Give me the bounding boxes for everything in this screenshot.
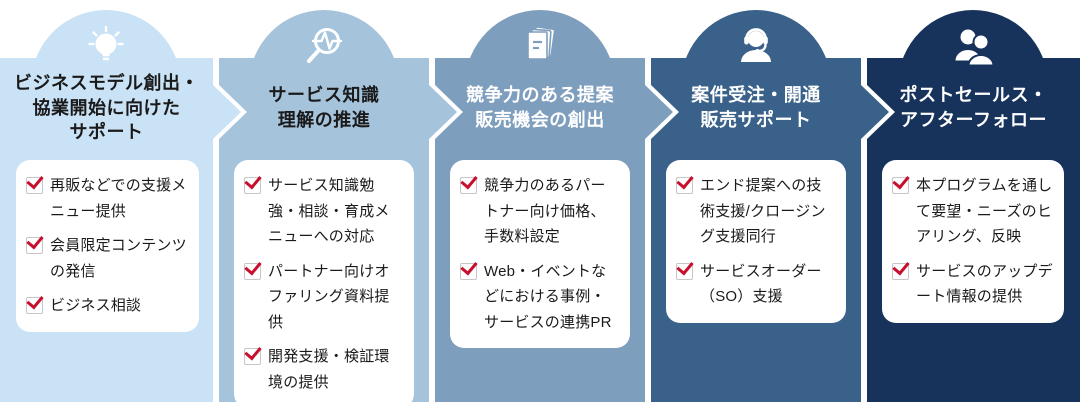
documents-icon [527,26,556,60]
stage-5-title: ポストセールス・ アフターフォロー [899,85,1048,130]
item-text: エンド提案への技術支援/クロージング支援同行 [700,177,826,245]
item-text: パートナー向けオファリング資料提供 [268,262,390,331]
checkbox-checked-icon [244,177,261,194]
item-text: Web・イベントなどにおける事例・サービスの連携PR [484,262,612,331]
checkbox-checked-icon [460,177,477,194]
checklist-item: パートナー向けオファリング資料提供 [244,259,404,336]
item-text: サービス知識勉強・相談・育成メニューへの対応 [268,177,390,245]
checkbox-checked-icon [676,262,693,280]
stage-4-title: 案件受注・開通 販売サポート [691,85,821,130]
item-text: 会員限定コンテンツの発信 [50,237,187,280]
item-text: サービスのアップデート情報の提供 [916,262,1053,306]
checkbox-checked-icon [892,262,909,280]
checkbox-checked-icon [26,177,43,194]
checklist-item: サービス知識勉強・相談・育成メニューへの対応 [244,173,404,250]
item-text: 競争力のあるパートナー向け価格、手数料設定 [484,177,606,245]
checklist-item: サービスオーダー（SO）支援 [676,259,836,310]
checkbox-checked-icon [244,262,261,280]
checkbox-checked-icon [892,177,909,194]
item-text: サービスオーダー（SO）支援 [700,262,822,306]
lightbulb-icon [88,25,124,61]
stage-5-card: 本プログラムを通して要望・ニーズのヒアリング、反映 サービスのアップデート情報の… [882,160,1064,323]
checklist-item: 本プログラムを通して要望・ニーズのヒアリング、反映 [892,173,1054,250]
checklist-item: エンド提案への技術支援/クロージング支援同行 [676,173,836,250]
checklist-item: Web・イベントなどにおける事例・サービスの連携PR [460,259,620,336]
stage-3-card: 競争力のあるパートナー向け価格、手数料設定 Web・イベントなどにおける事例・サ… [450,160,630,348]
stage-1-title: ビジネスモデル創出・ 協業開始に向けた サポート [14,72,199,143]
checkbox-checked-icon [460,262,477,280]
checklist-item: 会員限定コンテンツの発信 [26,233,189,284]
checkbox-checked-icon [676,177,693,194]
item-text: 再販などでの支援メニュー提供 [50,177,187,220]
stage-3-title: 競争力のある提案 販売機会の創出 [466,85,614,130]
checklist-item: 再販などでの支援メニュー提供 [26,173,189,224]
people-icon [955,29,995,67]
item-text: 本プログラムを通して要望・ニーズのヒアリング、反映 [916,177,1053,245]
checkbox-checked-icon [26,297,43,314]
checklist-item: サービスのアップデート情報の提供 [892,259,1054,310]
item-text: 開発支援・検証環境の提供 [268,348,390,391]
checkbox-checked-icon [244,348,261,365]
checklist-item: 開発支援・検証環境の提供 [244,344,404,395]
checkbox-checked-icon [26,237,43,254]
checklist-item: ビジネス相談 [26,293,189,319]
checklist-item: 競争力のあるパートナー向け価格、手数料設定 [460,173,620,250]
stage-2-title: サービス知識 理解の推進 [268,85,380,130]
stage-1-card: 再販などでの支援メニュー提供 会員限定コンテンツの発信 ビジネス相談 [16,160,199,332]
pulse-magnifier-icon [307,28,343,63]
stage-2-card: サービス知識勉強・相談・育成メニューへの対応 パートナー向けオファリング資料提供… [234,160,414,402]
headset-operator-icon [741,28,771,62]
stage-4-card: エンド提案への技術支援/クロージング支援同行 サービスオーダー（SO）支援 [666,160,846,323]
item-text: ビジネス相談 [50,297,142,314]
